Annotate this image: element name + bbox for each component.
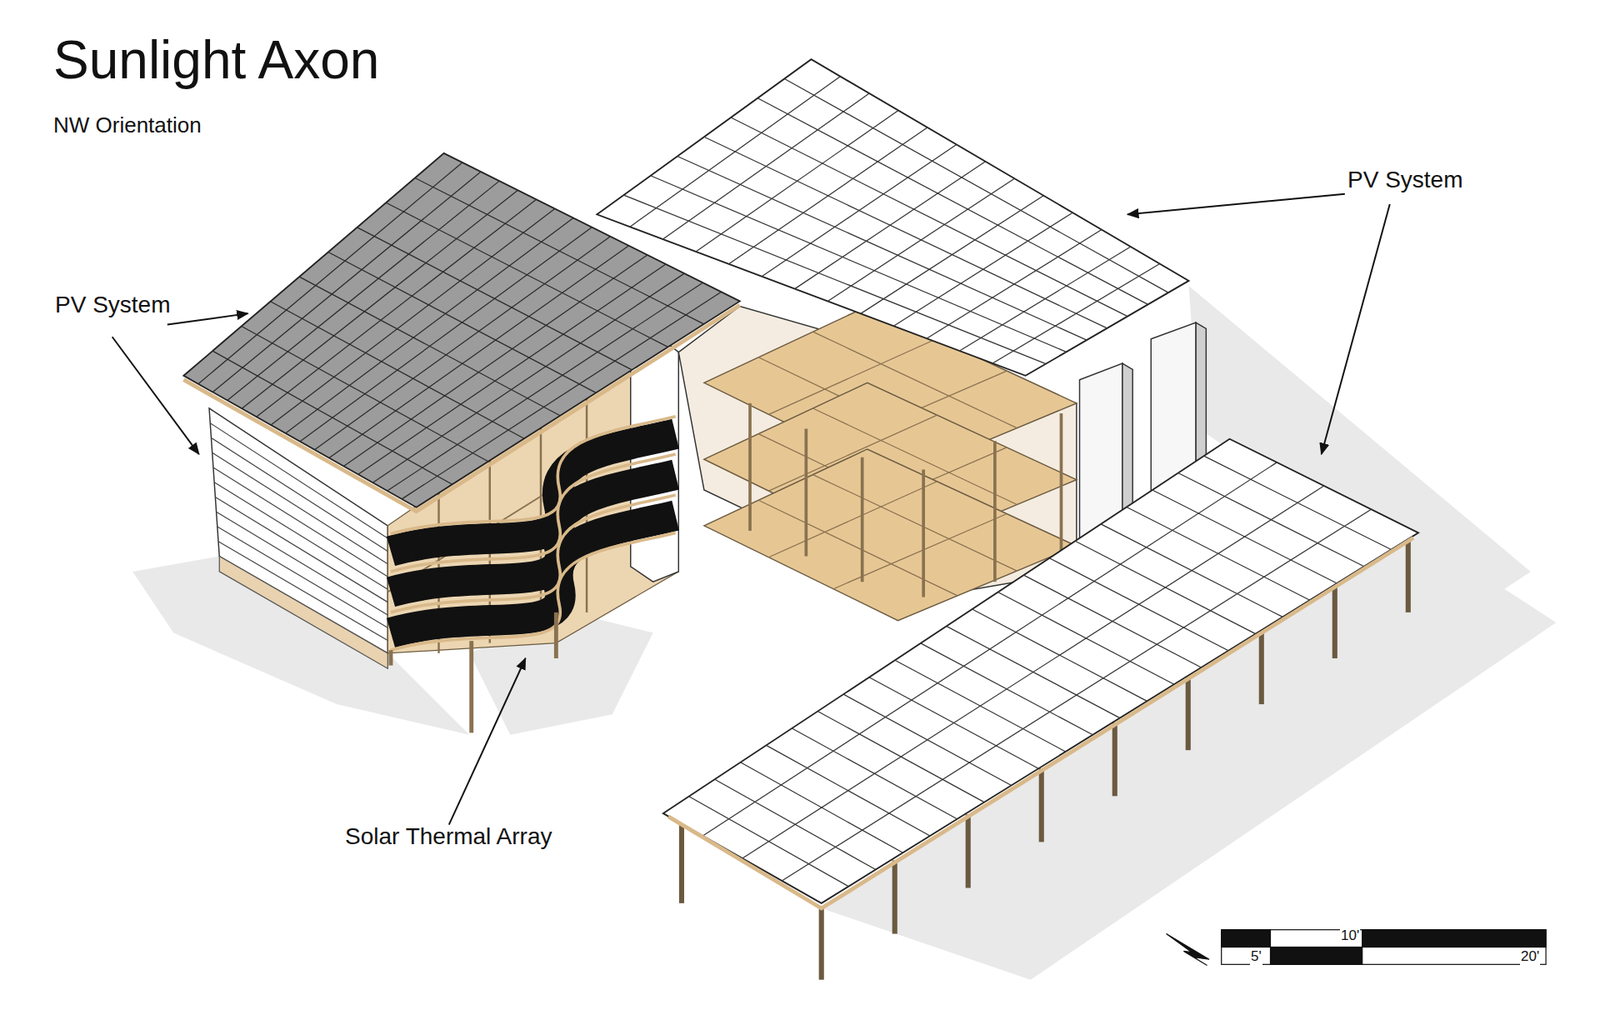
drawn-line <box>198 162 463 385</box>
drawn-line <box>662 93 870 240</box>
drawn-line <box>285 218 574 434</box>
drawn-line <box>761 144 957 276</box>
orientation-subtitle: NW Orientation <box>53 113 202 139</box>
drawn-line <box>270 208 555 425</box>
north-arrow <box>1166 934 1210 966</box>
drawn-line <box>256 199 537 417</box>
drawing-title: Sunlight Axon <box>53 30 380 92</box>
drawn-line <box>1185 676 1191 750</box>
drawn-line <box>677 156 1087 341</box>
drawn-line <box>300 227 592 442</box>
array-posts <box>390 612 556 733</box>
drawn-line <box>679 825 685 904</box>
drawn-line <box>992 263 1160 363</box>
callout-label: PV System <box>55 291 170 319</box>
drawn-line <box>768 481 937 558</box>
scale-dimension: 20' <box>1520 948 1540 965</box>
pv-roof-left <box>183 153 740 508</box>
drawn-line <box>892 860 898 934</box>
drawn-line <box>819 906 825 980</box>
wall-base <box>219 556 388 670</box>
drawn-line <box>241 190 518 409</box>
drawn-line <box>218 541 388 641</box>
drawn-line <box>704 136 1108 329</box>
drawn-line <box>1405 539 1411 613</box>
leader-lines <box>112 194 1390 825</box>
drawn-line <box>833 514 1007 590</box>
drawn-line <box>729 127 928 265</box>
drawn-line <box>329 245 630 459</box>
drawn-line <box>1259 630 1265 705</box>
drawn-line <box>216 511 389 615</box>
drawn-line <box>965 814 971 888</box>
drawn-line <box>1332 585 1338 659</box>
drawn-line <box>959 246 1130 351</box>
scale-dimension: 10' <box>1340 927 1360 945</box>
drawn-line <box>781 509 1371 881</box>
drawn-line <box>630 76 840 228</box>
front-posts <box>750 403 1061 598</box>
drawn-line <box>213 467 388 577</box>
drawn-line <box>795 161 986 290</box>
drawn-line <box>827 178 1015 301</box>
callout-label: Solar Thermal Array <box>345 823 552 850</box>
drawn-line <box>215 497 388 603</box>
scale-dimension: 5' <box>1250 948 1263 965</box>
drawn-line <box>860 195 1044 315</box>
drawn-line <box>702 462 1277 836</box>
solar-thermal-array <box>390 416 676 650</box>
pv-canopy <box>663 439 1419 904</box>
floor-joints <box>758 475 1017 596</box>
drawn-line <box>650 175 1067 353</box>
drawn-line <box>1039 768 1045 842</box>
drawn-line <box>1112 722 1118 796</box>
drawn-line <box>893 212 1073 326</box>
callout-label: PV System <box>1347 166 1463 194</box>
drawn-line <box>695 110 899 252</box>
scale-bar <box>1221 930 1546 965</box>
drawn-line <box>757 98 1148 305</box>
drawn-line <box>742 485 1325 859</box>
drawn-line <box>926 230 1102 340</box>
drawn-line <box>227 180 500 400</box>
pv-grid <box>689 455 1392 887</box>
canopy-beam <box>668 537 1414 908</box>
drawn-line <box>730 117 1128 317</box>
